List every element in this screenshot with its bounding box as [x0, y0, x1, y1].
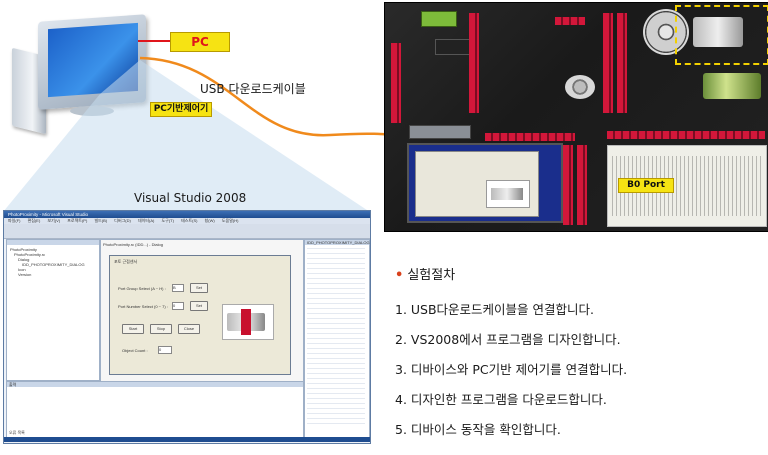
resource-view-panel: PhotoProximity PhotoProximity.rc Dialog … — [6, 239, 100, 381]
close-button[interactable]: Close — [178, 324, 200, 334]
vs-menu-edit[interactable]: 편집(E) — [27, 218, 41, 223]
properties-panel: IDD_PHOTOPROXIMITY_DIALOG — [304, 239, 370, 441]
object-count-field: 0 — [158, 346, 172, 354]
vs-menu-file[interactable]: 파일(F) — [8, 218, 21, 223]
visual-studio-caption: Visual Studio 2008 — [134, 191, 247, 205]
terminal-row — [555, 17, 585, 25]
terminal-column — [603, 13, 613, 113]
buzzer — [565, 75, 595, 99]
encoder-wheel — [643, 9, 689, 55]
terminal-row — [607, 131, 765, 139]
tree-item[interactable]: IDD_PHOTOPROXIMITY_DIALOG — [22, 262, 85, 267]
vs-menu-test[interactable]: 테스트(S) — [181, 218, 198, 223]
pc-label: PC — [170, 32, 230, 52]
tft-app-window — [415, 151, 539, 217]
character-lcd — [421, 11, 457, 27]
properties-grid[interactable] — [307, 248, 365, 428]
procedure-title: 실험절차 — [407, 268, 456, 283]
object-count-value: 0 — [159, 347, 162, 352]
procedure-title-row: •실험절차 — [395, 264, 765, 283]
port-group-value: B — [173, 285, 176, 290]
dialog-caption: 포토 근접센서 — [114, 259, 138, 264]
vs-menu-debug[interactable]: 디버그(D) — [114, 218, 131, 223]
tft-sensor-picture — [486, 180, 530, 208]
procedure-step: 4. 디자인한 프로그램을 다운로드합니다. — [395, 392, 607, 407]
stop-button[interactable]: Stop — [150, 324, 172, 334]
vs-menu-view[interactable]: 보기(V) — [47, 218, 61, 223]
vs-menu-build[interactable]: 빌드(B) — [94, 218, 108, 223]
start-button[interactable]: Start — [122, 324, 144, 334]
terminal-column — [577, 145, 587, 225]
designer-tab[interactable]: PhotoProximity.rc (IDD...) - Dialog — [103, 242, 163, 247]
port-number-set-button[interactable]: Set — [190, 301, 208, 311]
tft-lcd-panel — [407, 143, 563, 223]
procedure-step: 2. VS2008에서 프로그램을 디자인합니다. — [395, 332, 621, 347]
properties-title: IDD_PHOTOPROXIMITY_DIALOG — [305, 240, 370, 245]
bullet-icon: • — [395, 268, 404, 283]
port-group-set-button[interactable]: Set — [190, 283, 208, 293]
pc-label-line — [138, 40, 170, 42]
vs-status-bar — [4, 437, 370, 442]
photo-sensor — [693, 17, 743, 47]
vs-menu-tools[interactable]: 도구(T) — [161, 218, 174, 223]
tree-root[interactable]: PhotoProximity — [10, 247, 37, 252]
connector-block — [409, 125, 471, 139]
sensor-picture — [222, 304, 274, 340]
resource-tree: PhotoProximity PhotoProximity.rc Dialog … — [10, 247, 85, 277]
port-group-input[interactable]: B — [172, 284, 184, 292]
tft-sensor-body — [491, 188, 523, 200]
procedure-step: 3. 디바이스와 PC기반 제어기를 연결합니다. — [395, 362, 628, 377]
output-panel: 출력 오류 목록 — [6, 381, 304, 441]
port-label: B0 Port — [618, 178, 674, 193]
port-number-value: 0 — [173, 303, 176, 308]
terminal-row — [485, 133, 575, 141]
vs-menu-window[interactable]: 창(W) — [204, 218, 215, 223]
port-number-input[interactable]: 0 — [172, 302, 184, 310]
vs-menu-project[interactable]: 프로젝트(P) — [67, 218, 88, 223]
vs-toolbar[interactable] — [4, 224, 370, 239]
procedure-step: 5. 디바이스 동작을 확인합니다. — [395, 422, 561, 437]
port-group-label: Port Group Select (A ~ H) : — [118, 286, 166, 291]
terminal-column — [617, 13, 627, 113]
output-title: 출력 — [7, 382, 303, 387]
tree-item[interactable]: Dialog — [18, 257, 30, 262]
trainer-board — [384, 2, 768, 232]
usb-cable-label: USB 다운로드케이블 — [200, 82, 306, 96]
port-number-label: Port Number Select (0 ~ 7) : — [118, 304, 168, 309]
object-count-label: Object Count : — [122, 348, 148, 353]
visual-studio-window: PhotoProximity - Microsoft Visual Studio… — [3, 210, 371, 444]
sensor-highlight-box — [675, 5, 768, 65]
procedure-step: 1. USB다운로드케이블을 연결합니다. — [395, 302, 595, 317]
error-list-tab[interactable]: 오류 목록 — [9, 430, 25, 435]
vs-menu-data[interactable]: 데이터(A) — [137, 218, 155, 223]
vs-title-bar: PhotoProximity - Microsoft Visual Studio — [4, 211, 370, 218]
controller-label: PC기반제어기 — [150, 102, 212, 117]
terminal-column — [391, 43, 401, 123]
tree-item[interactable]: PhotoProximity.rc — [14, 252, 46, 257]
dialog-preview[interactable]: 포토 근접센서 Port Group Select (A ~ H) : B Se… — [109, 255, 291, 375]
sensor-image-bracket — [241, 309, 251, 335]
dialog-designer: PhotoProximity.rc (IDD...) - Dialog 포토 근… — [100, 239, 304, 391]
resource-view-header — [7, 240, 99, 245]
terminal-column — [563, 145, 573, 225]
tree-item[interactable]: Icon — [18, 267, 26, 272]
procedure-section: •실험절차 1. USB다운로드케이블을 연결합니다. 2. VS2008에서 … — [395, 264, 765, 445]
vs-menu-bar: 파일(F) 편집(E) 보기(V) 프로젝트(P) 빌드(B) 디버그(D) 데… — [4, 218, 370, 224]
tree-item[interactable]: Version — [18, 272, 32, 277]
projection-cone — [3, 60, 370, 212]
vs-menu-help[interactable]: 도움말(H) — [221, 218, 239, 223]
terminal-column — [469, 13, 479, 113]
proximity-sensor — [703, 73, 761, 99]
